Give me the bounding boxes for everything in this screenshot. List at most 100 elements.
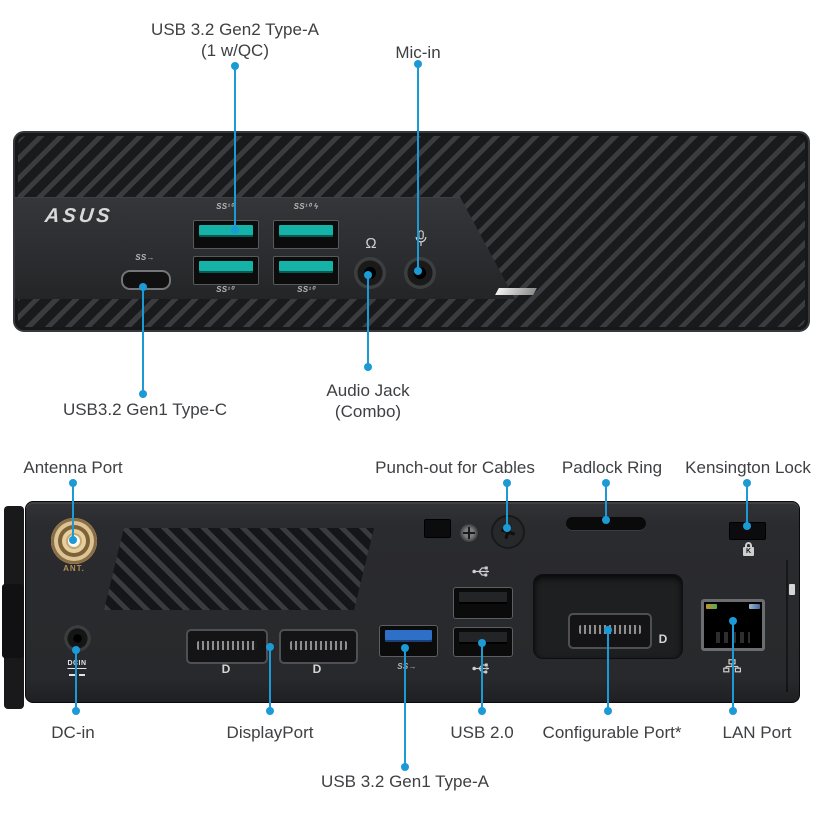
usb-tongue (459, 632, 507, 642)
dp-pins (290, 641, 347, 650)
label-audio-jack: Audio Jack (Combo) (326, 380, 409, 422)
callout-line (746, 483, 748, 526)
dp-pins (197, 641, 257, 650)
displayport-2 (279, 629, 358, 664)
callout-dot (602, 516, 610, 524)
callout-dot (414, 267, 422, 275)
callout-line (607, 630, 609, 711)
label-lan-port: LAN Port (722, 723, 792, 742)
dp-logo: D (658, 632, 668, 646)
callout-dot (414, 60, 422, 68)
label-usb2: USB 2.0 (450, 723, 514, 742)
callout-line (142, 287, 144, 394)
callout-dot (139, 283, 147, 291)
callout-dot (266, 643, 274, 651)
label-mic-in: Mic-in (395, 43, 441, 62)
callout-dot (231, 226, 239, 234)
usb-a-port (193, 220, 259, 249)
usb-tongue (199, 261, 253, 271)
callout-line (417, 64, 419, 270)
label-usb-gen2-type-a: USB 3.2 Gen2 Type-A (1 w/QC) (151, 19, 319, 61)
usb-tongue (459, 592, 507, 602)
callout-dot (139, 390, 147, 398)
silver-accent (495, 288, 537, 295)
front-panel-device: ASUS SS→ SS¹⁰ SS¹⁰ ϟ SS¹⁰ SS¹⁰ Ω (13, 131, 810, 332)
vent-grille (104, 528, 374, 610)
back-panel-device: ANT. DCIN D D SS→ (25, 501, 800, 703)
lock-shackle (745, 542, 752, 547)
callout-line (72, 483, 74, 540)
displayport-1 (186, 629, 268, 664)
usb-trident-icon (472, 566, 489, 577)
label-usb-type-c: USB3.2 Gen1 Type-C (62, 400, 228, 419)
usb-tongue (279, 261, 333, 271)
usb-tongue (279, 225, 333, 235)
punch-out-circle (491, 515, 525, 549)
superspeed10-badge: SS¹⁰ (216, 202, 234, 211)
callout-dot (72, 707, 80, 715)
callout-dot (604, 707, 612, 715)
usb-a-port (273, 256, 339, 285)
callout-dot (602, 479, 610, 487)
usb3-gen1-port (379, 625, 438, 657)
callout-line (367, 275, 369, 367)
panel-seam (786, 560, 788, 692)
label-usb3-type-a: USB 3.2 Gen1 Type-A (321, 772, 489, 791)
callout-dot (743, 479, 751, 487)
callout-line (605, 483, 607, 520)
callout-line (481, 643, 483, 711)
callout-dot (401, 763, 409, 771)
usb2-port (453, 587, 513, 619)
dp-logo: D (221, 662, 231, 676)
stand-bracket-lip (2, 584, 24, 658)
superspeed10-qc-badge: SS¹⁰ ϟ (293, 202, 319, 211)
callout-dot (743, 522, 751, 530)
callout-dot (231, 62, 239, 70)
callout-dot (266, 707, 274, 715)
callout-line (234, 66, 236, 229)
superspeed-badge: SS→ (135, 253, 155, 262)
callout-line (732, 621, 734, 711)
label-kensington-lock: Kensington Lock (685, 458, 811, 477)
label-line-1: USB 3.2 Gen2 Type-A (151, 20, 319, 39)
callout-line (506, 483, 508, 528)
asus-logo: ASUS (43, 205, 114, 227)
headphone-icon: Ω (365, 235, 377, 252)
callout-dot (729, 707, 737, 715)
callout-dot (604, 626, 612, 634)
callout-dot (503, 479, 511, 487)
callout-line (269, 647, 271, 711)
callout-dot (503, 524, 511, 532)
callout-line (404, 648, 406, 767)
punch-out-slot (424, 519, 451, 538)
usb-tongue (199, 225, 253, 235)
label-line-2: (Combo) (334, 402, 402, 421)
panel-notch (789, 584, 795, 595)
label-displayport: DisplayPort (226, 723, 314, 742)
antenna-label: ANT. (63, 564, 85, 573)
callout-dot (364, 363, 372, 371)
dcin-label: DCIN (67, 660, 87, 669)
label-punch-out: Punch-out for Cables (375, 458, 535, 477)
label-configurable-port: Configurable Port* (542, 723, 682, 742)
usb-tongue (385, 630, 432, 640)
label-antenna-port: Antenna Port (23, 458, 123, 477)
usb-a-port (193, 256, 259, 285)
superspeed10-badge: SS¹⁰ (216, 285, 234, 294)
callout-dot (364, 271, 372, 279)
dp-logo: D (312, 662, 322, 676)
callout-line (75, 650, 77, 711)
kensington-lock-icon: K (743, 542, 754, 556)
lock-body: K (743, 547, 754, 556)
lan-led-left (706, 604, 717, 609)
callout-dot (478, 707, 486, 715)
dcin-dashes (69, 674, 85, 676)
label-padlock-ring: Padlock Ring (561, 458, 663, 477)
callout-dot (401, 644, 409, 652)
callout-dot (69, 536, 77, 544)
callout-dot (729, 617, 737, 625)
screw (460, 524, 478, 542)
callout-dot (72, 646, 80, 654)
superspeed-badge: SS→ (397, 662, 417, 671)
